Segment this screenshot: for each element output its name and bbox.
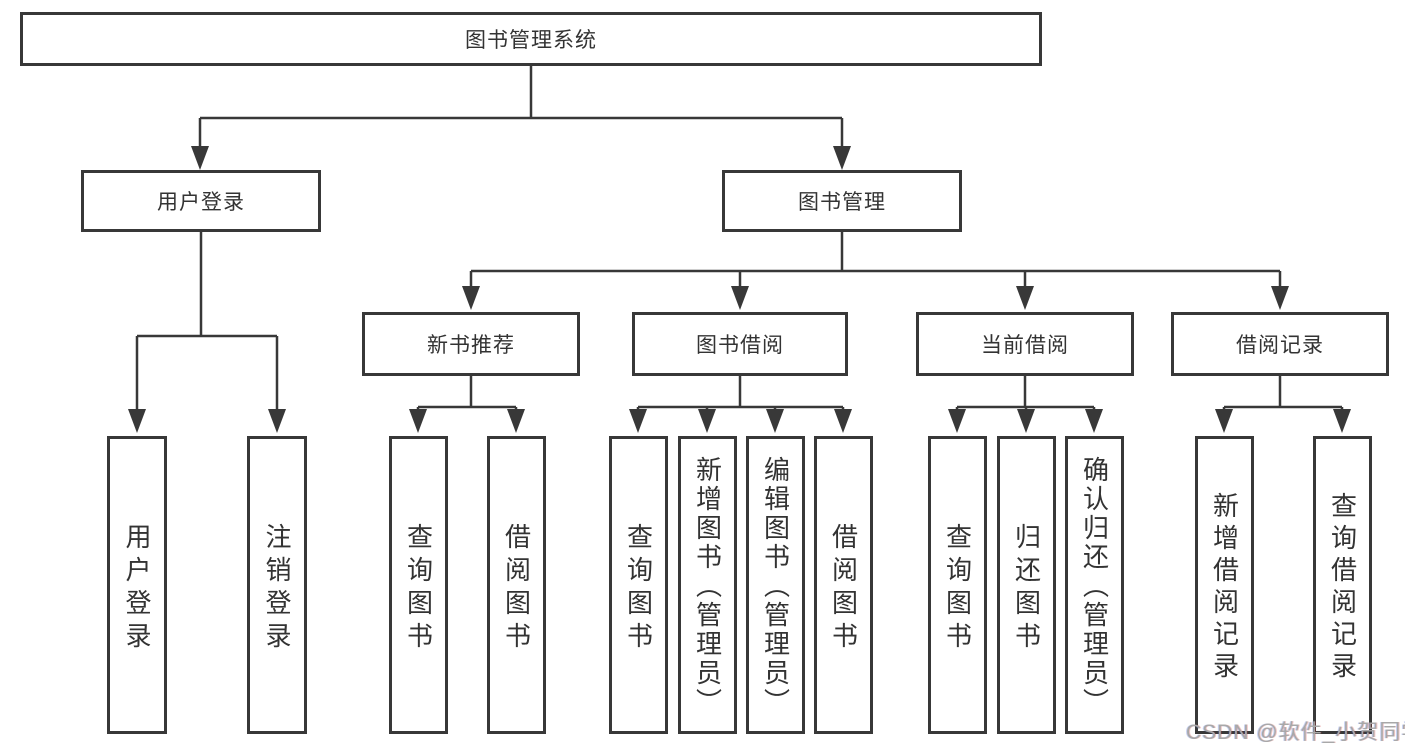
leaf-borrow-books-1: 借阅图书 xyxy=(487,436,546,734)
node-book-management: 图书管理 xyxy=(722,170,962,232)
leaf-label: 确认归还（管理员） xyxy=(1079,456,1110,717)
node-label: 图书管理 xyxy=(798,191,886,214)
leaf-confirm-return-admin: 确认归还（管理员） xyxy=(1065,436,1124,734)
node-label: 图书管理系统 xyxy=(465,29,597,52)
leaf-label: 借阅图书 xyxy=(828,522,859,655)
leaf-add-books-admin: 新增图书（管理员） xyxy=(678,436,737,734)
node-current-borrow: 当前借阅 xyxy=(916,312,1134,376)
node-label: 图书借阅 xyxy=(696,334,784,357)
leaf-label: 新增借阅记录 xyxy=(1209,492,1240,684)
watermark: CSDN @软件_小贺同学 xyxy=(1186,721,1405,744)
leaf-label: 查询借阅记录 xyxy=(1327,492,1358,684)
leaf-user-login: 用户登录 xyxy=(107,436,167,734)
leaf-label: 查询图书 xyxy=(942,522,973,655)
leaf-label: 编辑图书（管理员） xyxy=(760,456,791,717)
leaf-label: 归还图书 xyxy=(1011,522,1042,655)
leaf-query-borrow-record: 查询借阅记录 xyxy=(1313,436,1372,734)
leaf-borrow-books-2: 借阅图书 xyxy=(814,436,873,734)
node-label: 新书推荐 xyxy=(427,334,515,357)
node-label: 当前借阅 xyxy=(981,334,1069,357)
leaf-label: 借阅图书 xyxy=(501,522,532,655)
leaf-label: 注销登录 xyxy=(262,522,292,655)
node-label: 借阅记录 xyxy=(1236,334,1324,357)
leaf-return-books: 归还图书 xyxy=(997,436,1056,734)
node-user-login: 用户登录 xyxy=(81,170,321,232)
leaf-label: 查询图书 xyxy=(403,522,434,655)
leaf-label: 用户登录 xyxy=(122,522,152,655)
leaf-label: 新增图书（管理员） xyxy=(692,456,723,717)
leaf-query-books-2: 查询图书 xyxy=(609,436,668,734)
node-new-book-recommend: 新书推荐 xyxy=(362,312,580,376)
leaf-edit-books-admin: 编辑图书（管理员） xyxy=(746,436,805,734)
leaf-query-books-1: 查询图书 xyxy=(389,436,448,734)
node-borrow-records: 借阅记录 xyxy=(1171,312,1389,376)
leaf-query-books-3: 查询图书 xyxy=(928,436,987,734)
node-book-borrow: 图书借阅 xyxy=(632,312,848,376)
node-library-management-system: 图书管理系统 xyxy=(20,12,1042,66)
arrowhead-icons xyxy=(128,146,1351,433)
node-label: 用户登录 xyxy=(157,191,245,214)
leaf-add-borrow-record: 新增借阅记录 xyxy=(1195,436,1254,734)
leaf-logout: 注销登录 xyxy=(247,436,307,734)
leaf-label: 查询图书 xyxy=(623,522,654,655)
